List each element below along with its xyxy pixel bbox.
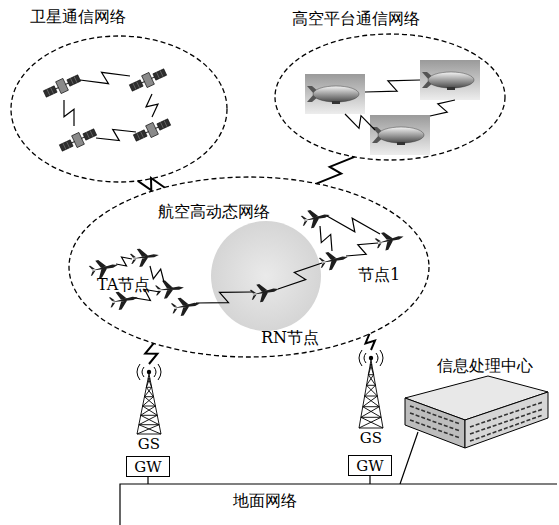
link-bolt — [320, 226, 332, 251]
link-bolt — [430, 100, 455, 116]
ground-network-line — [120, 432, 557, 525]
aircraft-icon — [170, 295, 201, 318]
node-text: GW — [349, 456, 391, 475]
link-bolt — [345, 114, 375, 130]
platform-network-ellipse-outline — [274, 33, 506, 161]
link-bolt — [116, 257, 132, 266]
wireless-link — [145, 343, 157, 364]
text-label: 节点1 — [358, 266, 400, 284]
airship-group — [305, 60, 480, 155]
link-bolt — [365, 80, 420, 92]
text-label: 信息处理中心 — [437, 357, 533, 375]
ground-station: GS — [126, 362, 172, 454]
aircraft-icon — [129, 246, 160, 268]
satellite-icon — [128, 66, 168, 94]
link-bolt — [327, 216, 380, 234]
airship-icon — [370, 115, 430, 155]
node-text: GS — [338, 429, 404, 447]
text-label: 地面网络 — [233, 492, 297, 510]
link-bolt — [96, 129, 136, 140]
link-bolt — [64, 100, 74, 126]
satellite-icon — [42, 72, 82, 100]
link-bolt — [150, 266, 164, 282]
node-text: GS — [116, 435, 182, 453]
aircraft-icon — [374, 228, 406, 252]
aircraft-icon — [318, 248, 350, 272]
satellite-icon — [132, 116, 172, 144]
wireless-link — [316, 157, 354, 184]
building-icon — [405, 376, 548, 448]
node-text: RN节点 — [261, 329, 319, 347]
link-bolt — [346, 243, 378, 256]
airship-icon — [420, 60, 480, 100]
satellite-network-ellipse-outline — [10, 35, 228, 183]
ground-station: GS — [348, 348, 394, 448]
platform-network-ellipse: 高空平台通信网络 — [274, 33, 506, 161]
satellite-network-ellipse: 卫星通信网络 — [10, 35, 228, 183]
airship-icon — [305, 74, 365, 114]
node-text: 高空平台通信网络 — [292, 10, 420, 28]
node-text: GW — [127, 457, 169, 476]
node-text: 卫星通信网络 — [30, 8, 126, 26]
satellite-icon — [58, 126, 98, 154]
relay-node-circle-outline — [211, 221, 321, 331]
gateway-box: GW — [126, 456, 170, 477]
aircraft-icon — [155, 279, 185, 300]
relay-node-circle: RN节点 — [211, 221, 321, 331]
text-label: TA节点 — [97, 276, 150, 294]
gateway-box: GW — [348, 455, 392, 476]
node-text: 航空高动态网络 — [158, 203, 270, 221]
wireless-link — [366, 334, 376, 350]
satellite-group — [42, 66, 172, 154]
aircraft-icon — [300, 206, 332, 230]
link-bolt — [80, 72, 130, 83]
link-bolt — [146, 94, 158, 117]
